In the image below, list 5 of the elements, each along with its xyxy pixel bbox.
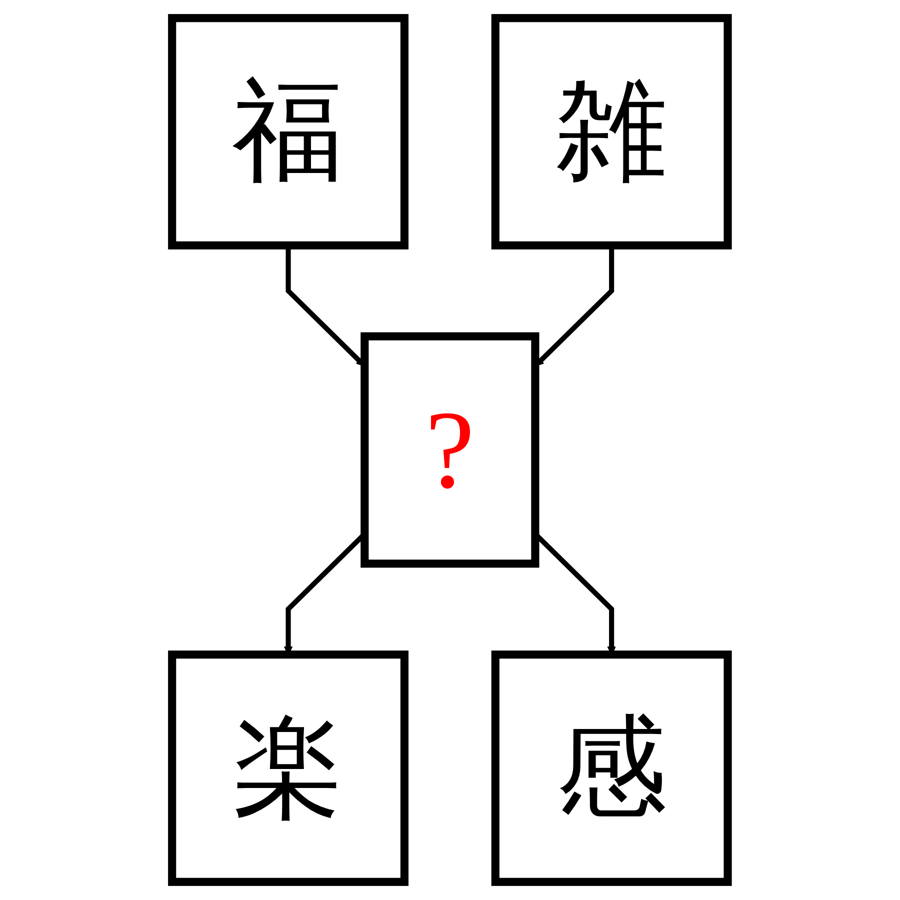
- node-box: 感: [491, 650, 732, 886]
- node-box: ?: [360, 332, 540, 568]
- node-box: 福: [168, 14, 409, 250]
- node-box: 雑: [491, 14, 732, 250]
- node-box: 楽: [168, 650, 409, 886]
